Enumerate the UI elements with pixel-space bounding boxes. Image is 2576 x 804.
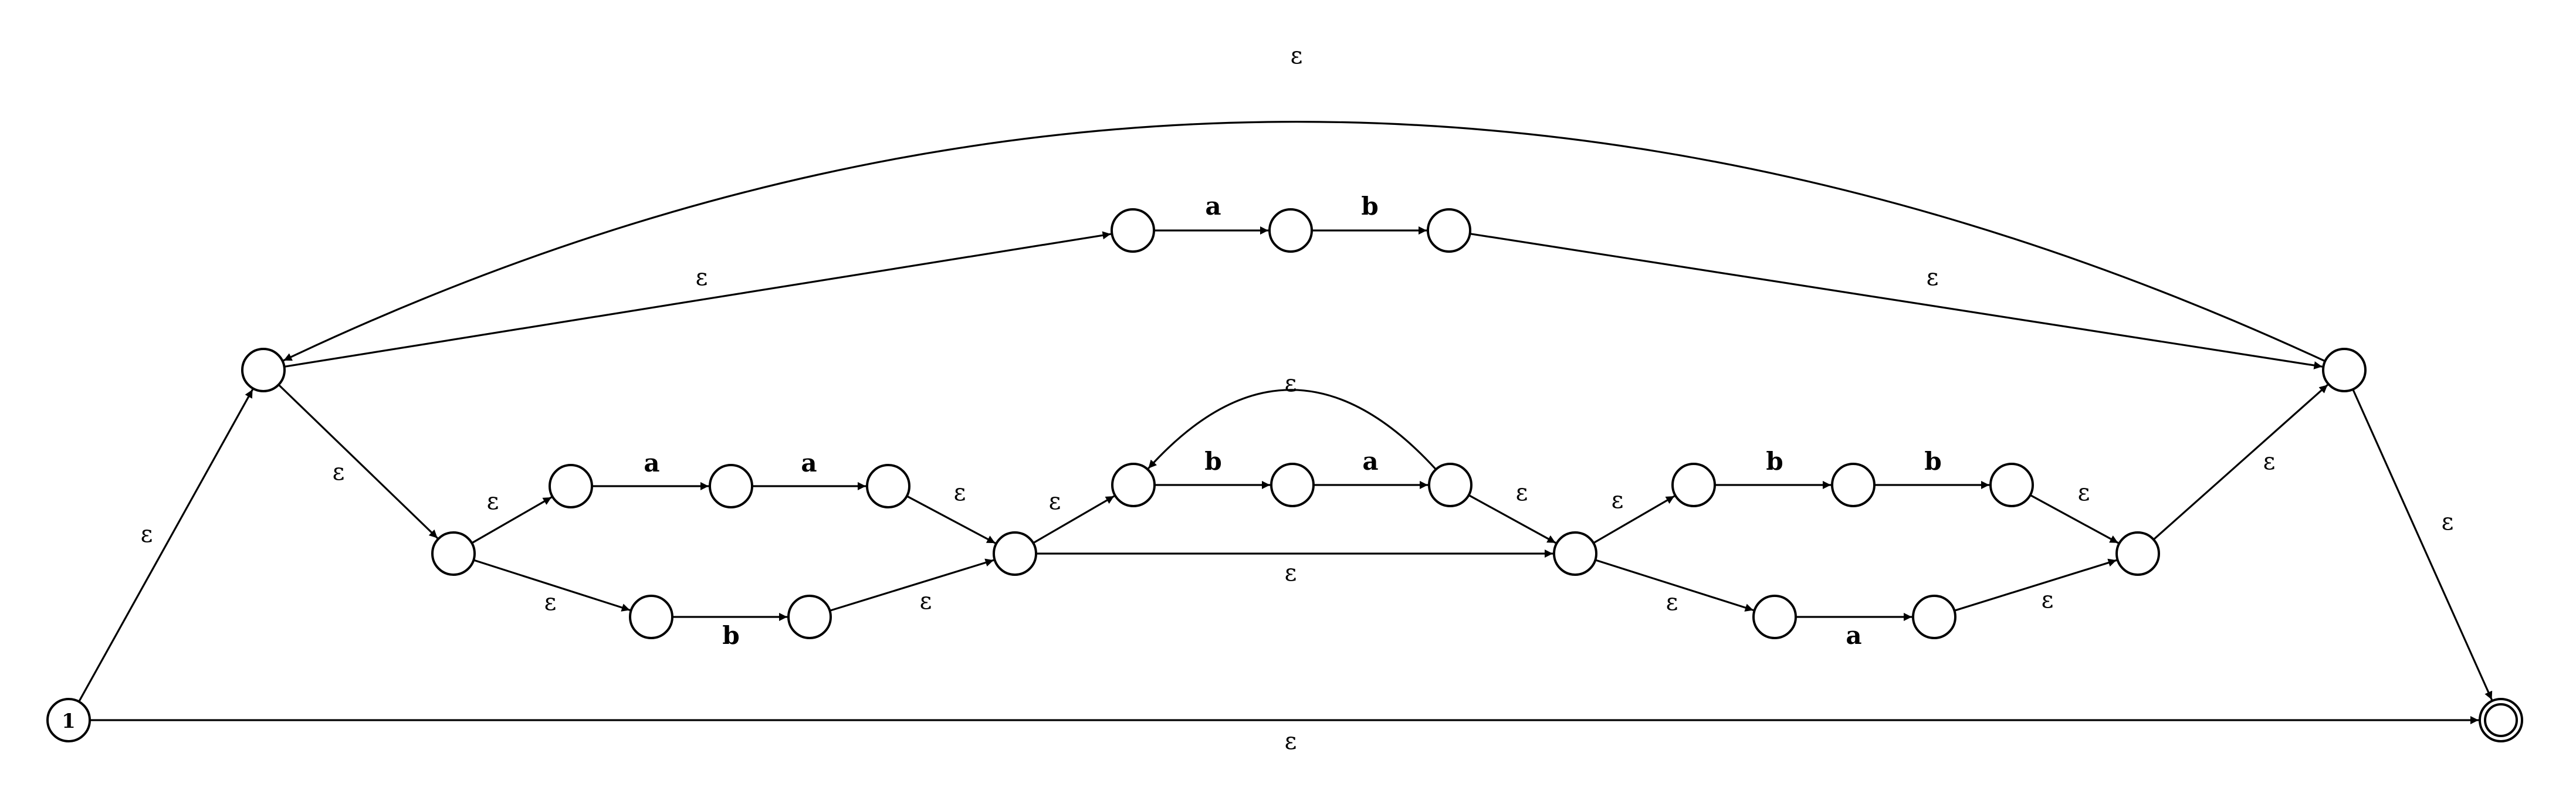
transition-s23-s24	[2352, 389, 2493, 700]
state-node	[1427, 208, 1471, 253]
transition-label: ε	[2042, 586, 2054, 613]
state-node	[1553, 531, 1597, 576]
transition-s15-s19	[1595, 559, 1754, 612]
transition-s14-s12	[1147, 389, 1437, 470]
transition-s20-s22	[1954, 558, 2117, 612]
transition-label: a	[1362, 447, 1378, 476]
accept-state-inner-ring	[2484, 703, 2518, 737]
transition-label: a	[644, 449, 659, 477]
transition-label: ε	[1927, 264, 1939, 291]
state-label: 1	[62, 710, 76, 733]
transition-s23-s1	[283, 121, 2326, 362]
transition-s0-s1	[78, 389, 253, 703]
transition-label: ε	[1049, 488, 1061, 515]
state-node	[1989, 463, 2034, 507]
transition-s1-s2	[284, 231, 1111, 368]
state-node	[709, 464, 753, 508]
state-node	[1270, 463, 1315, 507]
transition-s5-s6	[471, 496, 552, 544]
states: 1	[46, 208, 2523, 742]
transition-label: ε	[1291, 42, 1303, 69]
transition-s14-s15	[1468, 494, 1556, 544]
transition-s11-s12	[1033, 495, 1115, 544]
transition-label: b	[1924, 447, 1941, 476]
start-state	[46, 698, 91, 742]
state-node	[1912, 595, 1956, 639]
transition-s15-s16	[1593, 495, 1675, 544]
state-node	[629, 595, 673, 639]
transition-s22-s23	[2152, 384, 2328, 541]
transition-label: a	[1205, 192, 1221, 220]
state-node	[431, 531, 476, 576]
state-node	[1428, 463, 1473, 507]
transition-s8-s11	[906, 495, 996, 544]
state-node	[1831, 463, 1876, 507]
transition-label: ε	[920, 588, 932, 615]
state-node	[1268, 208, 1313, 253]
transitions: ε ε ε a b ε ε ε ε ε a a ε ε b ε ε b a ε ε ε ε b b ε ε a ε ε	[78, 42, 2493, 755]
transition-label: ε	[141, 521, 153, 548]
transition-label: b	[1361, 192, 1378, 220]
state-node	[1111, 463, 1156, 507]
state-node	[1752, 595, 1797, 639]
transition-label: b	[1766, 447, 1783, 476]
transition-s10-s11	[829, 558, 994, 612]
transition-label: ε	[1285, 370, 1297, 397]
transition-label: ε	[1666, 589, 1678, 616]
state-node	[241, 348, 286, 392]
transition-label: a	[1846, 621, 1861, 650]
transition-s5-s9	[473, 559, 631, 612]
state-node	[1671, 463, 1716, 507]
transition-s1-s5	[277, 384, 438, 539]
state-node	[1111, 208, 1155, 253]
transition-label: ε	[696, 264, 708, 291]
state-node	[549, 464, 593, 508]
transition-label: ε	[544, 589, 557, 616]
transition-label: ε	[333, 459, 345, 486]
transition-label: ε	[2442, 508, 2454, 535]
transition-label: ε	[1285, 559, 1297, 586]
transition-label: ε	[2263, 448, 2276, 475]
transition-label: ε	[954, 479, 966, 506]
transition-label: a	[801, 449, 817, 477]
transition-label: ε	[487, 488, 499, 515]
state-node	[2115, 531, 2160, 576]
state-node	[787, 595, 832, 639]
transition-s4-s23	[1470, 232, 2323, 369]
transition-label: b	[722, 621, 739, 650]
transition-label: ε	[1612, 487, 1624, 514]
state-node	[866, 464, 910, 508]
state-node	[993, 531, 1037, 576]
transition-label: b	[1204, 447, 1221, 476]
transition-label: ε	[1516, 479, 1528, 506]
transition-label: ε	[2078, 479, 2090, 506]
transition-s18-s22	[2029, 494, 2119, 544]
transition-label: ε	[1285, 728, 1297, 755]
state-node	[2322, 348, 2367, 392]
